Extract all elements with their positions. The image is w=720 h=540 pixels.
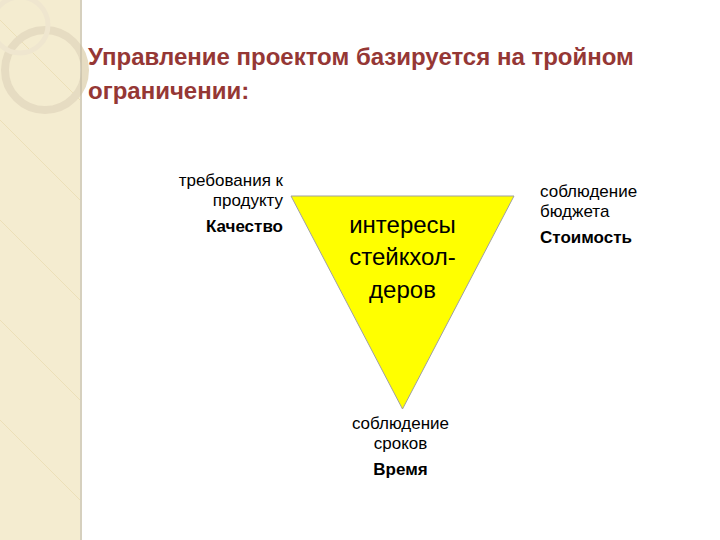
constraint-name: Стоимость: [540, 228, 655, 248]
triangle-shape: интересы стейкхол- деров: [290, 195, 515, 410]
constraint-description: соблюдение сроков: [343, 414, 458, 455]
constraint-description: соблюдение бюджета: [540, 182, 655, 223]
slide-title: Управление проектом базируется на тройно…: [88, 40, 708, 107]
constraint-name: Качество: [170, 217, 283, 237]
constraint-description: требования к продукту: [170, 171, 283, 212]
node-text: интересы стейкхол- деров: [333, 209, 473, 306]
constraint-name: Время: [343, 460, 458, 480]
